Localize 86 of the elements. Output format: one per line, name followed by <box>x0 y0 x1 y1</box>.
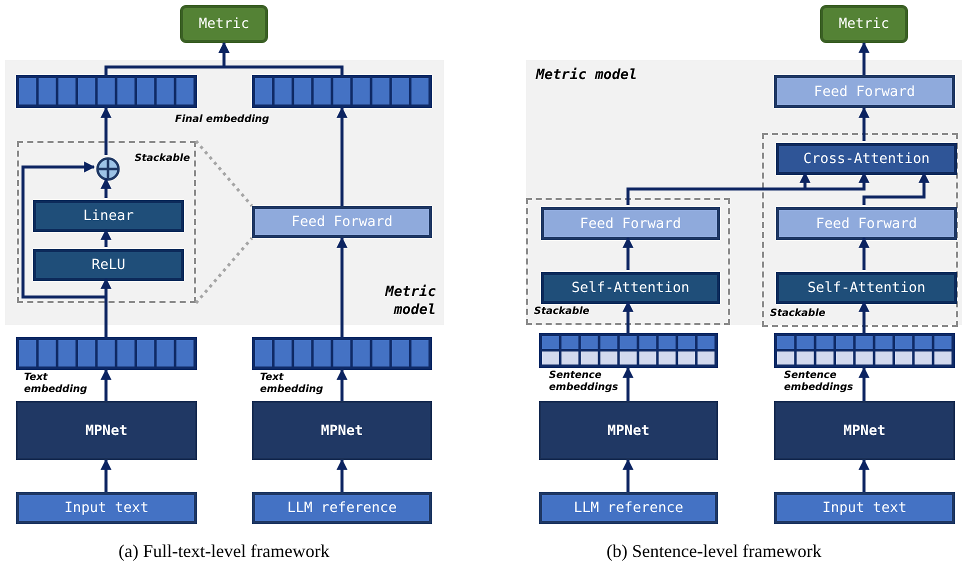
layer-box <box>776 207 957 240</box>
box-label: Cross-Attention <box>803 151 930 167</box>
arrow <box>622 366 634 401</box>
embedding-caption: Sentence embeddings <box>549 370 620 393</box>
sum-node <box>96 157 120 181</box>
group-label: Stackable <box>534 306 590 317</box>
group-label: Stackable <box>770 308 826 319</box>
arrow <box>858 106 870 141</box>
stackable-group <box>17 141 196 303</box>
box-label: Feed Forward <box>291 214 393 230</box>
box-label: LLM reference <box>574 500 684 516</box>
figure-caption: (b) Sentence-level framework <box>606 541 822 562</box>
layer-box <box>33 249 184 281</box>
output-box <box>820 5 908 43</box>
arrow <box>336 458 348 492</box>
arrow <box>858 366 870 401</box>
encoder-box <box>16 401 197 460</box>
arrow <box>858 458 870 492</box>
box-label: Self-Attention <box>571 280 690 296</box>
embedding-matrix <box>539 333 718 368</box>
arrow <box>862 172 930 205</box>
input-box <box>774 492 955 524</box>
layer-box <box>33 200 184 232</box>
arrow <box>100 368 112 401</box>
arrow <box>336 236 348 337</box>
embedding-matrix <box>774 333 955 368</box>
box-label: Input text <box>822 500 907 516</box>
arrow <box>100 178 112 198</box>
encoder-box <box>774 401 955 460</box>
box-label: Feed Forward <box>816 216 918 232</box>
input-box <box>539 492 718 524</box>
figure-caption: (a) Full-text-level framework <box>118 541 330 562</box>
arrow <box>626 172 870 205</box>
model-panel <box>5 60 444 325</box>
box-label: ReLU <box>92 257 126 273</box>
group-label: Stackable <box>134 153 190 164</box>
embedding-vector <box>16 337 197 370</box>
box-label: Linear <box>83 208 134 224</box>
box-label: Self-Attention <box>807 280 926 296</box>
stackable-group <box>762 133 958 327</box>
arrow <box>100 228 112 247</box>
panel-title: Metric model <box>536 66 638 84</box>
arrow <box>622 300 634 333</box>
arrow <box>336 106 348 206</box>
panel-title: Metric model <box>384 282 436 319</box>
arrow <box>100 458 112 492</box>
box-label: MPNet <box>843 422 886 438</box>
input-box <box>252 492 432 524</box>
arrow <box>622 458 634 492</box>
arrow <box>858 236 870 270</box>
encoder-box <box>252 401 432 460</box>
box-label: Metric <box>198 16 250 32</box>
arrow <box>858 42 870 75</box>
box-label: Feed Forward <box>814 84 916 100</box>
embedding-vector <box>16 75 197 108</box>
embedding-vector <box>252 337 432 370</box>
arrow <box>622 236 634 270</box>
arrow <box>100 106 112 155</box>
embedding-caption: Text embedding <box>260 372 324 395</box>
box-label: MPNet <box>607 422 650 438</box>
arrow <box>218 42 344 75</box>
input-box <box>16 492 197 524</box>
dotted-line <box>194 237 254 304</box>
box-label: Metric <box>838 16 890 32</box>
stackable-group <box>526 198 730 325</box>
layer-box <box>776 143 957 175</box>
embedding-caption: Text embedding <box>24 372 88 395</box>
layer-box <box>252 206 432 238</box>
encoder-box <box>539 401 718 460</box>
box-label: MPNet <box>85 422 128 438</box>
box-label: MPNet <box>320 422 364 438</box>
box-label: Input text <box>64 500 149 516</box>
layer-box <box>774 75 955 108</box>
output-box <box>180 5 268 43</box>
dotted-line <box>194 140 254 207</box>
layer-box <box>541 272 720 304</box>
arrow <box>336 368 348 401</box>
box-label: LLM reference <box>287 500 397 516</box>
model-panel <box>526 60 962 325</box>
layer-box <box>541 207 720 240</box>
layer-box <box>776 272 957 304</box>
box-label: Feed Forward <box>580 216 682 232</box>
embedding-caption: Final embedding <box>175 114 270 126</box>
arrow <box>858 300 870 333</box>
embedding-caption: Sentence embeddings <box>784 370 854 393</box>
embedding-vector <box>252 75 432 108</box>
